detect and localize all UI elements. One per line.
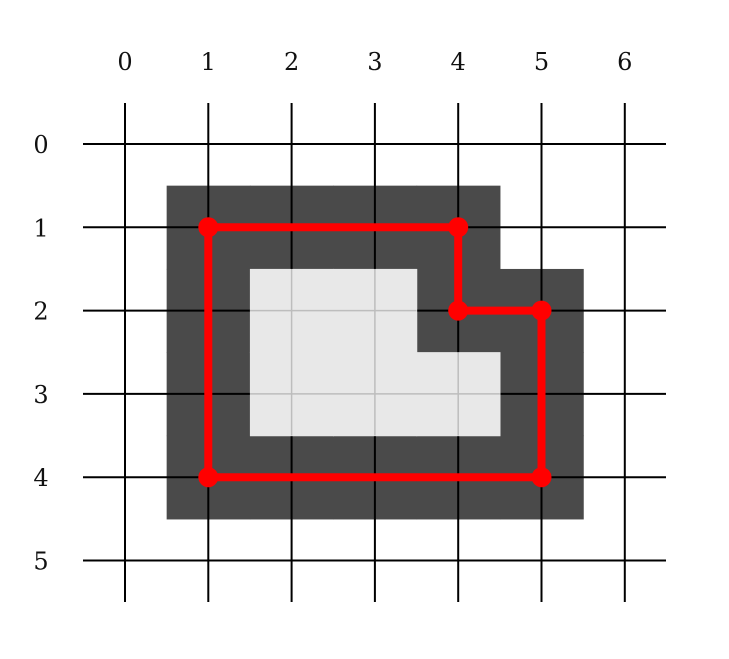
row-label-5: 5 [33,548,48,576]
path-vertex-5-4 [531,467,552,488]
row-label-2: 2 [33,298,48,326]
path-vertex-1-1 [198,217,219,238]
column-label-0: 0 [117,48,132,76]
column-label-3: 3 [367,48,382,76]
boundary-path [198,217,552,488]
row-label-4: 4 [33,464,48,492]
path-vertex-4-2 [448,300,469,321]
axis-labels: 0 1 2 3 4 5 6 0 1 2 3 4 5 [33,48,632,576]
path-vertex-4-1 [448,217,469,238]
column-label-4: 4 [451,48,466,76]
row-label-3: 3 [33,381,48,409]
column-label-2: 2 [284,48,299,76]
column-label-6: 6 [617,48,632,76]
column-label-5: 5 [534,48,549,76]
row-label-1: 1 [33,214,48,242]
path-vertex-1-4 [198,467,219,488]
column-label-1: 1 [201,48,216,76]
row-label-0: 0 [33,131,48,159]
grid-lines [83,103,666,602]
path-vertex-5-2 [531,300,552,321]
